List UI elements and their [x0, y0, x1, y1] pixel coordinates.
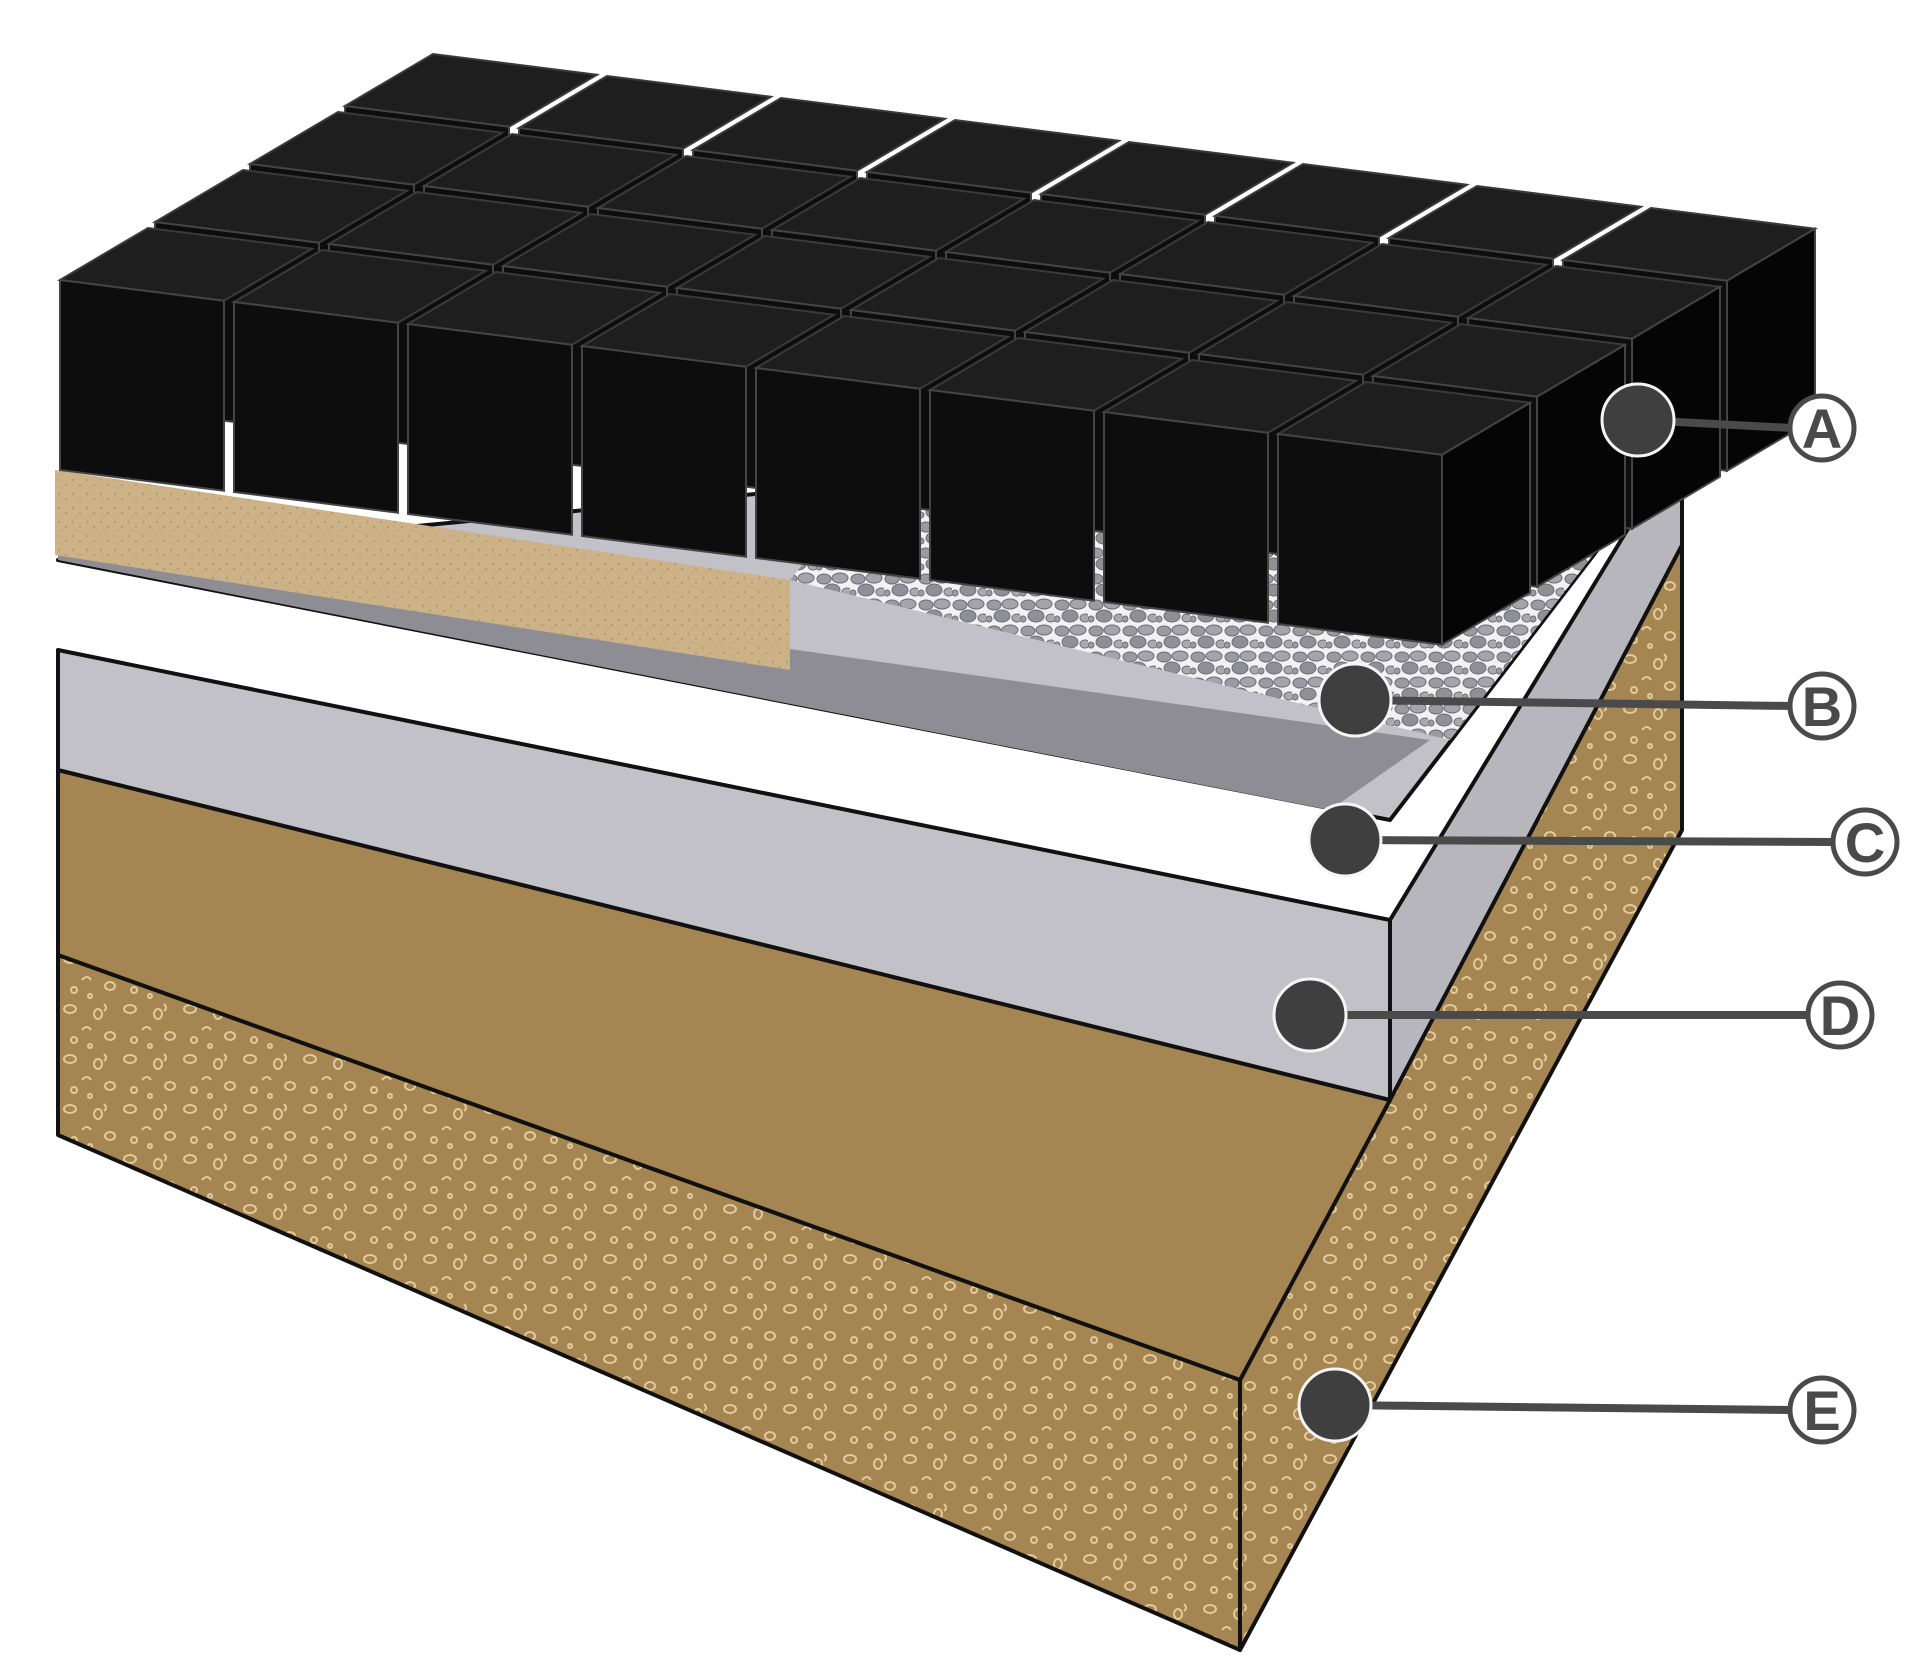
paving-block: [1274, 380, 1534, 647]
paving-block: [752, 314, 1012, 580]
callout-letter-circle: [1787, 671, 1857, 741]
paving-block: [578, 292, 838, 558]
callout-dot: [1600, 382, 1676, 458]
callout-b: B: [1317, 662, 1857, 741]
callout-e: E: [1297, 1367, 1857, 1445]
paving-block: [1100, 358, 1360, 624]
callout-letter-circle: [1830, 807, 1900, 877]
callout-dot: [1307, 802, 1383, 878]
callout-letter: E: [1803, 1379, 1840, 1442]
callout-letter: C: [1845, 811, 1885, 874]
callout-d: D: [1272, 977, 1875, 1053]
callout-letter: B: [1802, 675, 1842, 738]
callout-dot: [1317, 662, 1393, 738]
callout-dot: [1297, 1367, 1373, 1443]
callout-letter-circle: [1787, 1375, 1857, 1445]
callout-letter-circle: [1787, 393, 1857, 463]
callout-a: A: [1600, 382, 1857, 463]
callout-letter-circle: [1805, 980, 1875, 1050]
callout-labels: A B C D E: [1272, 382, 1900, 1445]
callout-dot: [1272, 977, 1348, 1053]
sand-strip: [55, 470, 790, 670]
paving-block: [926, 336, 1186, 602]
callout-letter: A: [1802, 397, 1842, 460]
layer-a-paving-blocks: [56, 52, 1819, 647]
callout-c: C: [1307, 802, 1900, 878]
paving-block: [230, 248, 490, 514]
layer-c-membrane: [58, 545, 1430, 810]
paving-block: [56, 226, 316, 492]
paving-block: [404, 270, 664, 536]
callout-letter: D: [1820, 984, 1860, 1047]
